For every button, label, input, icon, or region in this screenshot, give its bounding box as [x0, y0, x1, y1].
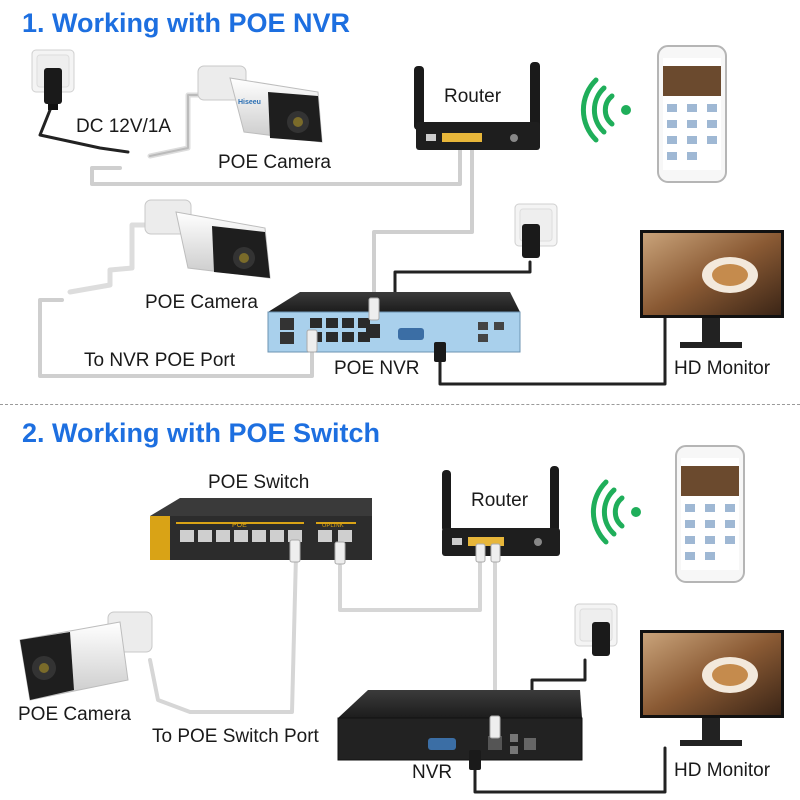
ethernet-plug-icon — [475, 543, 501, 563]
nvr-label: NVR — [412, 762, 453, 783]
power-adapter-icon — [592, 622, 610, 656]
poe-nvr-label: POE NVR — [334, 358, 420, 379]
router-icon — [442, 466, 560, 556]
router-label: Router — [471, 490, 529, 511]
section2-title: 2. Working with POE Switch — [22, 418, 381, 448]
section1-cables — [38, 92, 667, 386]
router-icon — [414, 62, 540, 150]
hd-monitor-label: HD Monitor — [674, 358, 771, 379]
hdmi-plug-icon — [469, 750, 481, 770]
svg-text:Hiseeu: Hiseeu — [238, 99, 261, 106]
section1-title: 1. Working with POE NVR — [22, 8, 351, 38]
nvr-icon — [337, 690, 583, 761]
section2-cables — [148, 553, 667, 794]
ethernet-plug-icon — [306, 297, 380, 353]
nvr-icon — [267, 292, 521, 353]
ethernet-plug-icon — [489, 715, 501, 739]
smartphone-icon — [657, 45, 727, 183]
power-adapter-icon — [44, 68, 62, 110]
power-adapter-icon — [522, 224, 540, 258]
monitor-icon — [640, 230, 784, 348]
hd-monitor-label: HD Monitor — [674, 760, 771, 781]
section-divider — [0, 404, 800, 405]
poe-switch-label: POE Switch — [208, 472, 310, 493]
smartphone-icon — [675, 445, 745, 583]
switch-poe-text: POE — [232, 522, 247, 529]
poe-camera-label: POE Camera — [218, 152, 331, 173]
switch-port-label: To POE Switch Port — [152, 726, 319, 747]
ethernet-plug-icon — [289, 539, 346, 565]
switch-uplink-text: UPLINK — [322, 523, 344, 529]
poe-camera-label: POE Camera — [18, 704, 131, 725]
wifi-icon — [580, 77, 631, 143]
nvr-port-label: To NVR POE Port — [84, 350, 235, 371]
hdmi-plug-icon — [434, 342, 446, 362]
wifi-icon — [590, 479, 641, 545]
bullet-camera-icon — [19, 611, 153, 701]
poe-camera-label: POE Camera — [145, 292, 258, 313]
router-label: Router — [444, 86, 502, 107]
monitor-icon — [640, 630, 784, 746]
bullet-camera-icon: Hiseeu — [197, 65, 323, 143]
dc-power-label: DC 12V/1A — [76, 116, 172, 137]
bullet-camera-icon — [144, 199, 271, 279]
